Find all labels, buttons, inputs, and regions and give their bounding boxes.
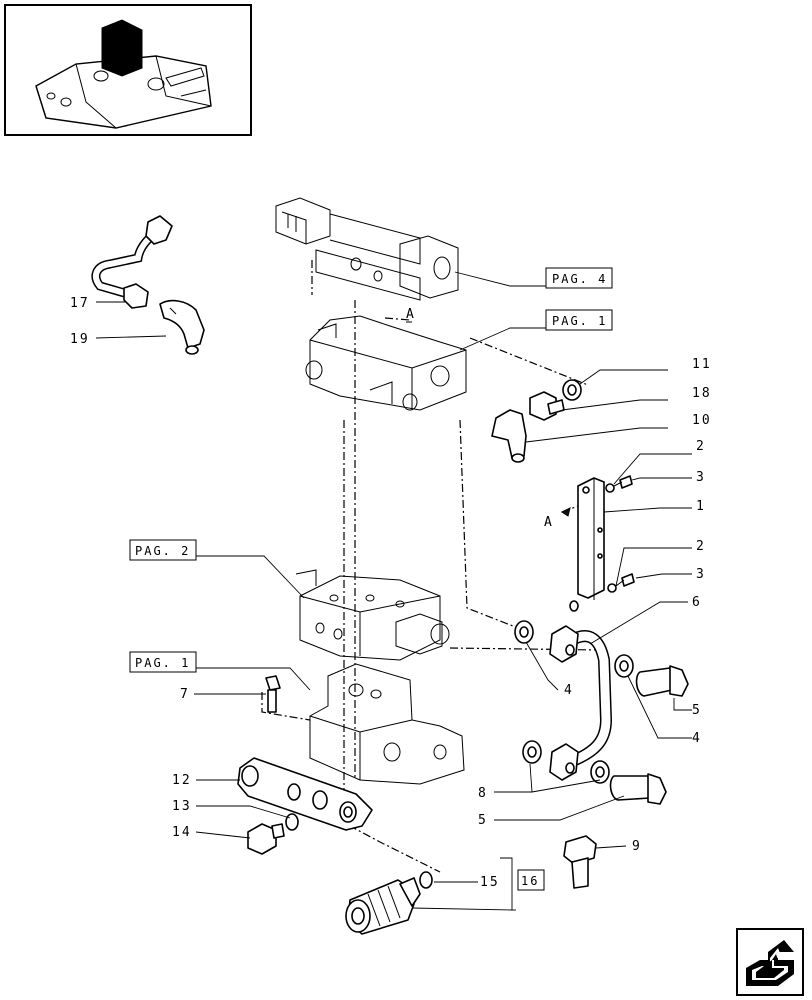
part-plug-14: [247, 823, 285, 855]
next-page-button[interactable]: [736, 928, 804, 996]
callout-10: 10: [692, 413, 712, 428]
part-screw-7: [265, 675, 281, 713]
callout-12: 12: [172, 773, 192, 788]
view-marker-a-bracket: A: [544, 515, 554, 530]
page-ref-16[interactable]: 16: [521, 874, 539, 888]
callout-14: 14: [172, 825, 192, 840]
callout-1: 1: [696, 499, 706, 514]
part-bracket-1: [569, 477, 605, 612]
part-elbow-10: [491, 409, 527, 463]
part-elbow-19: [159, 299, 205, 355]
callout-4-right: 4: [692, 731, 702, 746]
page-ref-pag4[interactable]: PAG. 4: [552, 272, 607, 286]
callout-11: 11: [692, 357, 712, 372]
callout-7: 7: [180, 687, 190, 702]
part-pipe-17: [91, 215, 173, 309]
callout-17: 17: [70, 296, 90, 311]
callout-13: 13: [172, 799, 192, 814]
callout-2-bottom: 2: [696, 539, 706, 554]
part-coupler-15: [345, 871, 433, 935]
page-ref-box-16[interactable]: [517, 869, 545, 891]
part-manifold-12: [237, 757, 373, 831]
callout-8: 8: [478, 786, 488, 801]
page-ref-box-pag1-left[interactable]: [129, 651, 197, 673]
callout-5-bottom: 5: [478, 813, 488, 828]
callout-3-top: 3: [696, 470, 706, 485]
leader-lines: [95, 271, 692, 911]
part-washers-8: [522, 740, 610, 784]
part-washer-13: [285, 813, 299, 831]
callout-15: 15: [480, 875, 500, 890]
callout-3-bottom: 3: [696, 567, 706, 582]
part-washer-11: [562, 379, 582, 401]
view-marker-a-top: A: [406, 307, 416, 322]
tractor-lift-thumbnail: [35, 19, 212, 129]
callout-5-right: 5: [692, 703, 702, 718]
part-adapter-18: [529, 391, 565, 421]
part-pipe-6: [549, 625, 613, 781]
page-refs[interactable]: PAG. 4 PAG. 1 PAG. 2 PAG. 1 16: [129, 267, 613, 891]
page-ref-box-pag2[interactable]: [129, 539, 197, 561]
lift-housing-ghost: [309, 663, 465, 785]
control-valve-ghost: [305, 315, 467, 411]
part-screws-2-3: [605, 475, 635, 593]
part-washers-4: [514, 620, 634, 678]
page-ref-pag2[interactable]: PAG. 2: [135, 544, 190, 558]
page-ref-pag1-top[interactable]: PAG. 1: [552, 314, 607, 328]
page-ref-box-pag4[interactable]: [545, 267, 613, 289]
routing-lines: [261, 260, 601, 873]
callout-6: 6: [692, 595, 702, 610]
next-page-arrow-icon: [746, 940, 794, 986]
callout-numbers: 17 19 11 18 10 2 3 1 2 3 6 4 5 4 7 12 13…: [70, 296, 712, 890]
callout-4-left: 4: [564, 683, 574, 698]
part-bolt-9: [563, 835, 597, 889]
callout-9: 9: [632, 839, 642, 854]
view-markers: A A: [406, 307, 571, 530]
solenoid-valve-ghost: [275, 197, 459, 301]
page-ref-box-pag1-top[interactable]: [545, 309, 613, 331]
callout-19: 19: [70, 332, 90, 347]
page-ref-pag1-left[interactable]: PAG. 1: [135, 656, 190, 670]
callout-2-top: 2: [696, 439, 706, 454]
thumbnail-frame: [4, 4, 252, 136]
part-bolts-5: [609, 665, 689, 805]
callout-18: 18: [692, 386, 712, 401]
distributor-ghost: [295, 569, 450, 661]
